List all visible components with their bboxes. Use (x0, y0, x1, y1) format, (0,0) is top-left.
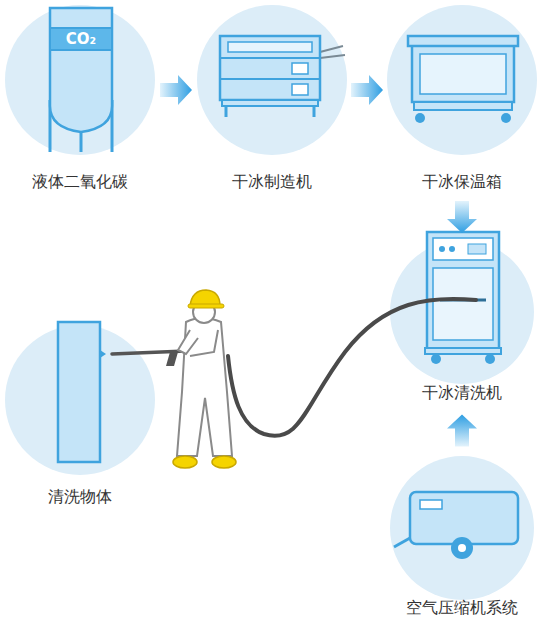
maker-panel (228, 42, 312, 52)
maker-divider (220, 78, 320, 80)
cleaner-door (433, 268, 493, 340)
maker-leg (225, 106, 228, 117)
hose (228, 299, 476, 436)
circle-shape (390, 456, 534, 600)
worker-arm (178, 330, 198, 354)
box-wheel (415, 113, 425, 123)
node-label: 干冰清洗机 (350, 382, 550, 404)
tank-band (50, 28, 112, 50)
spray-gun (112, 351, 186, 354)
insulated-box (408, 36, 518, 123)
circle-background (390, 456, 534, 600)
maker-leg (313, 106, 316, 117)
circle-background (387, 5, 537, 155)
circle-background (390, 240, 534, 384)
flow-arrow (351, 75, 383, 105)
node-label-box: 空气压缩机系统 (350, 597, 550, 619)
maker-divider (220, 57, 320, 59)
cleaner-outlet (440, 299, 486, 302)
circle-background (5, 5, 155, 155)
node-label-box: 清洗物体 (0, 486, 195, 508)
spray-mark (100, 350, 106, 358)
flow-arrow (447, 201, 477, 233)
process-circle: 液体二氧化碳 (5, 5, 155, 194)
circle-background (197, 5, 347, 155)
box-lid (408, 36, 518, 46)
coverall (177, 318, 232, 456)
trailer-wheel (451, 537, 473, 559)
cleaner-body (427, 232, 499, 350)
process-circle: 干冰清洗机 (390, 240, 534, 405)
box-panel (420, 54, 506, 94)
node-label-box: 干冰制造机 (157, 171, 387, 193)
cleaner-display (468, 244, 486, 254)
maker-pipe (320, 46, 345, 58)
maker-window (292, 84, 308, 95)
process-circle: 清洗物体 (5, 325, 155, 509)
box-body (412, 44, 514, 102)
node-label: 干冰制造机 (157, 171, 387, 193)
node-label-box: 干冰保温箱 (347, 171, 550, 193)
tank-body (50, 8, 112, 132)
cleaner-button (449, 246, 455, 252)
tank-leg (111, 100, 114, 152)
cleaner-wheel (485, 354, 495, 364)
node-label: 液体二氧化碳 (0, 171, 195, 193)
boot (212, 456, 236, 468)
maker-base (222, 100, 318, 106)
cleaner-wheel (431, 354, 441, 364)
process-circle: 干冰保温箱 (387, 5, 537, 194)
trailer-window (420, 500, 442, 509)
object-body (58, 322, 100, 462)
circle-shape (387, 5, 537, 155)
compressor-trailer (394, 492, 518, 559)
dry-ice-cleaner (425, 232, 501, 364)
node-label-box: 液体二氧化碳 (0, 171, 195, 193)
co2-tank (50, 8, 112, 152)
cleaning-object (58, 322, 106, 462)
trailer-body (410, 492, 518, 544)
dry-ice-maker (220, 36, 345, 117)
circle-background (5, 325, 155, 475)
tank-leg (49, 100, 52, 152)
box-base (414, 102, 512, 110)
box-wheel (501, 113, 511, 123)
tank-leg (80, 130, 83, 152)
circle-shape (197, 5, 347, 155)
boot (173, 456, 197, 468)
node-label: 清洗物体 (0, 486, 195, 508)
cleaner-panel (433, 238, 493, 260)
worker-head (193, 301, 215, 323)
flow-arrow (160, 75, 192, 105)
flow-arrow (447, 415, 477, 447)
tow-bar (394, 538, 410, 547)
circle-shape (5, 5, 155, 155)
node-label: 干冰保温箱 (347, 171, 550, 193)
helmet (190, 290, 220, 306)
node-label-box: 干冰清洗机 (350, 382, 550, 404)
process-circle: 空气压缩机系统 (390, 456, 534, 620)
process-circle: 干冰制造机 (197, 5, 347, 194)
cleaner-button (439, 246, 445, 252)
node-label: 空气压缩机系统 (350, 597, 550, 619)
maker-window (292, 63, 308, 74)
helmet-brim (188, 304, 224, 308)
circle-shape (5, 325, 155, 475)
worker-arm (190, 330, 218, 356)
wheel-hub (458, 544, 466, 552)
worker (112, 290, 236, 468)
circle-shape (390, 240, 534, 384)
maker-body (220, 36, 320, 100)
cleaner-base (425, 348, 501, 354)
gun-grip (166, 352, 178, 366)
